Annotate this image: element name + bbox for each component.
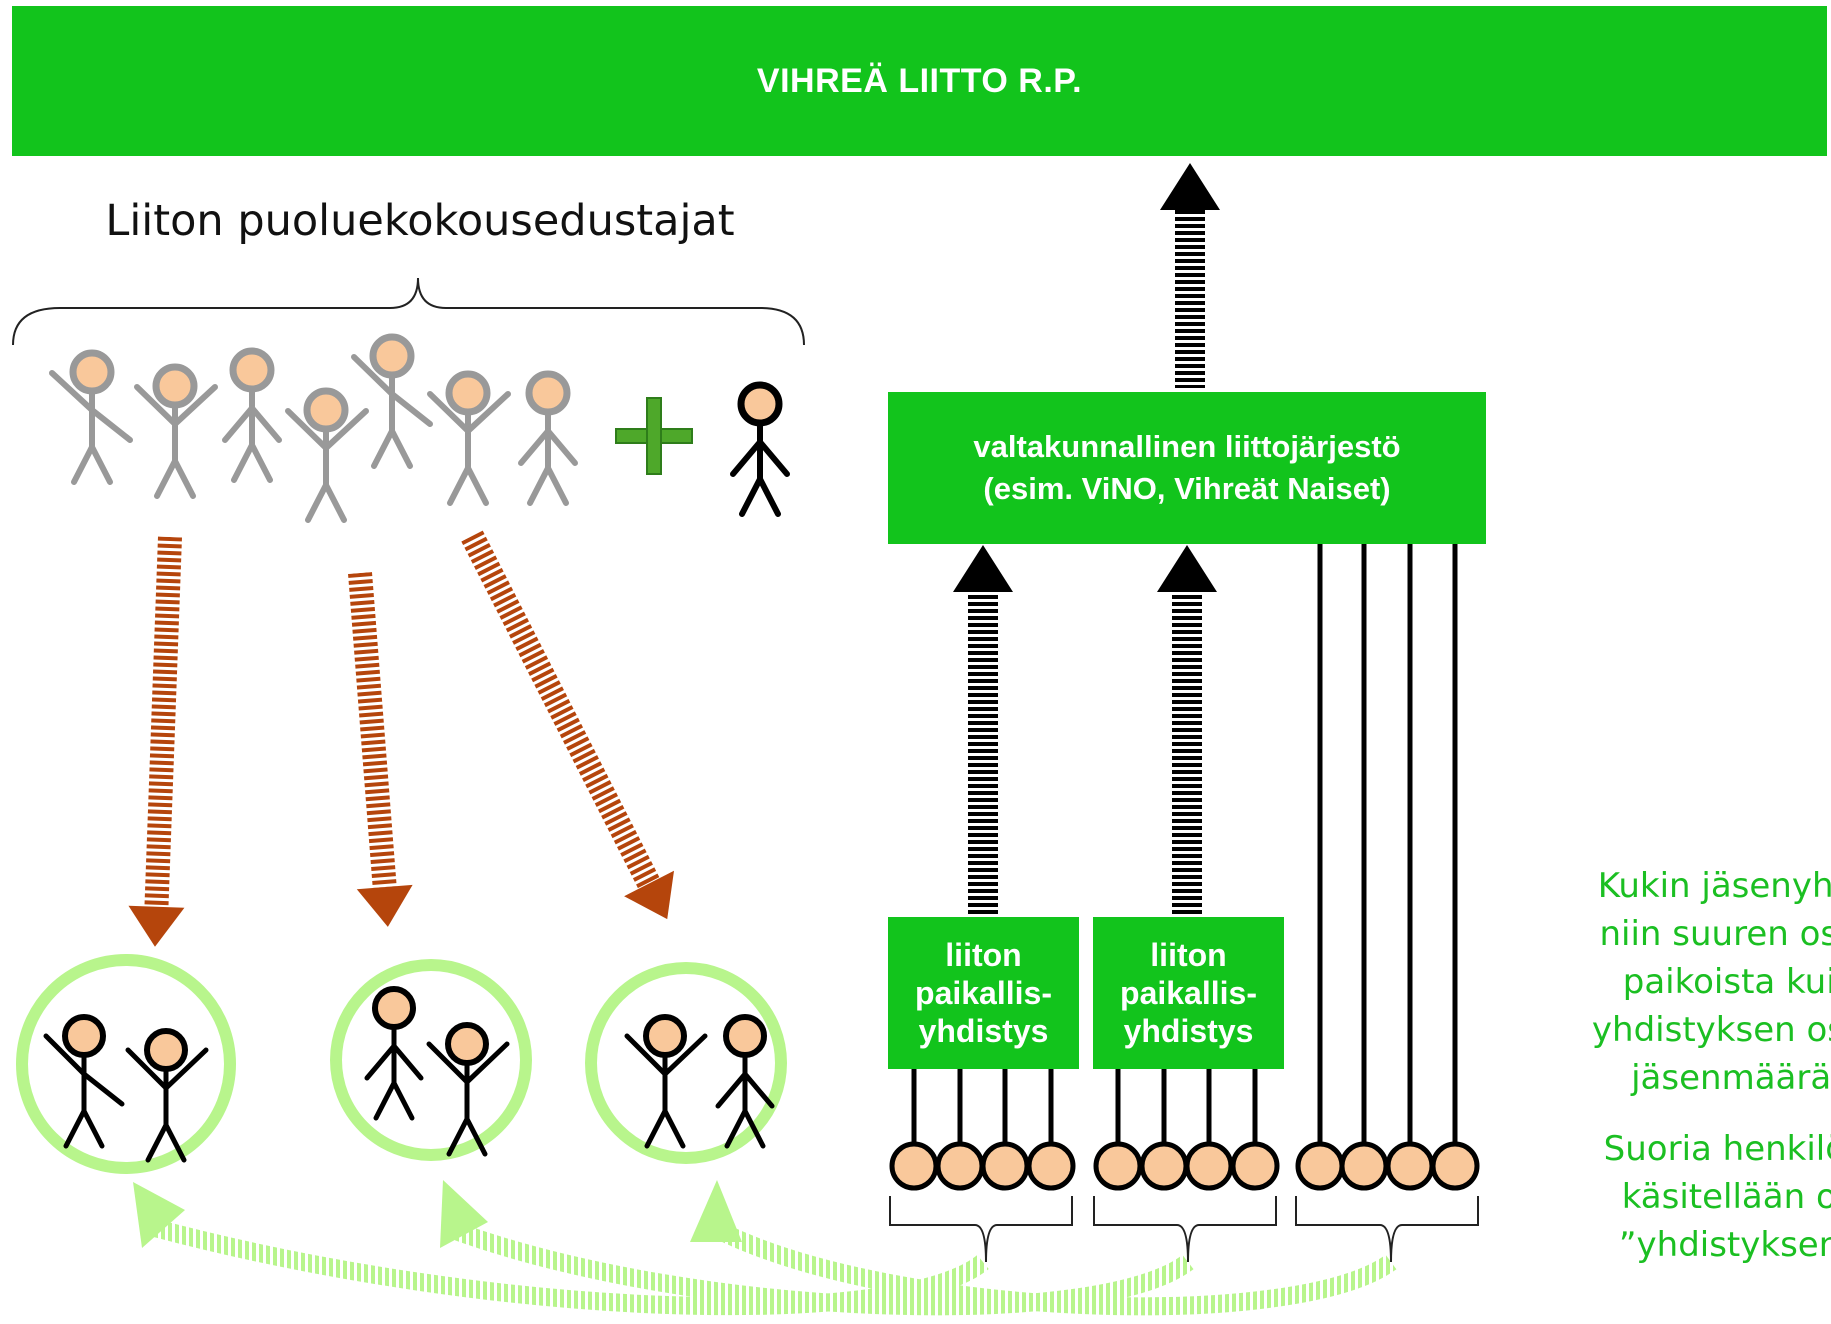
member-dots [889,1141,1480,1191]
side-note-line: jäsenmääräs [1631,1058,1831,1098]
grey-delegate-6 [427,370,511,506]
local-association-label: paikallis- [915,975,1052,1011]
green-arrowheads [133,1180,742,1248]
grey-delegate-4 [285,387,369,523]
side-note-line: yhdistyksen osuu [1591,1010,1831,1050]
local-association-label: liiton [945,937,1022,973]
side-note-line: Kukin jäsenyhdis [1597,866,1831,906]
brown-arrow-3 [461,530,675,920]
side-note-line: Suoria henkilöjä [1603,1129,1831,1169]
grey-delegate-3 [222,347,282,483]
local-association-label: yhdistys [918,1013,1049,1049]
local-association-box-1: liiton paikallis- yhdistys [888,917,1079,1069]
brown-arrow-1 [128,536,185,947]
grey-delegate-1 [49,349,133,485]
delegates-brace [12,277,805,346]
member-circle-3 [585,962,787,1164]
vihrea-liitto-banner: VIHREÄ LIITTO R.P. [12,6,1827,156]
up-arrow-local-1 [953,545,1013,915]
side-note-quota: Kukin jäsenyhdis niin suuren osan paikoi… [1540,862,1831,1102]
delegates-title: Liiton puoluekokousedustajat [105,196,735,246]
direct-member-lines [1317,544,1458,1150]
grey-delegate-5 [351,333,433,469]
grey-delegates [49,333,578,523]
up-arrow-local-2 [1157,545,1217,915]
side-note-line: paikoista kuin [1622,962,1831,1002]
side-note-line: ”yhdistyksenä [1618,1225,1831,1265]
member-circle-2 [330,959,532,1161]
local-member-lines [911,1069,1258,1150]
up-arrow-to-banner [1160,163,1220,388]
side-note-direct-members: Suoria henkilöjä käsitellään on ”yhdisty… [1540,1125,1831,1269]
banner-label: VIHREÄ LIITTO R.P. [756,61,1083,100]
local-association-label: liiton [1150,937,1227,973]
national-org-box: valtakunnallinen liittojärjestö (esim. V… [888,392,1486,544]
green-return-arrows [152,1219,1397,1316]
member-circle-1 [16,954,236,1174]
local-association-label: paikallis- [1120,975,1257,1011]
brown-arrow-2 [348,572,413,927]
group-braces [889,1196,1479,1263]
plus-icon [615,397,693,475]
national-org-line1: valtakunnallinen liittojärjestö [973,429,1401,464]
side-note-line: niin suuren osan [1599,914,1831,954]
black-delegate [730,381,790,517]
grey-delegate-2 [134,363,218,499]
side-note-line: käsitellään on [1621,1177,1831,1217]
national-org-line2: (esim. ViNO, Vihreät Naiset) [983,471,1391,506]
local-association-label: yhdistys [1123,1013,1254,1049]
local-association-box-2: liiton paikallis- yhdistys [1093,917,1284,1069]
grey-delegate-7 [518,370,578,506]
